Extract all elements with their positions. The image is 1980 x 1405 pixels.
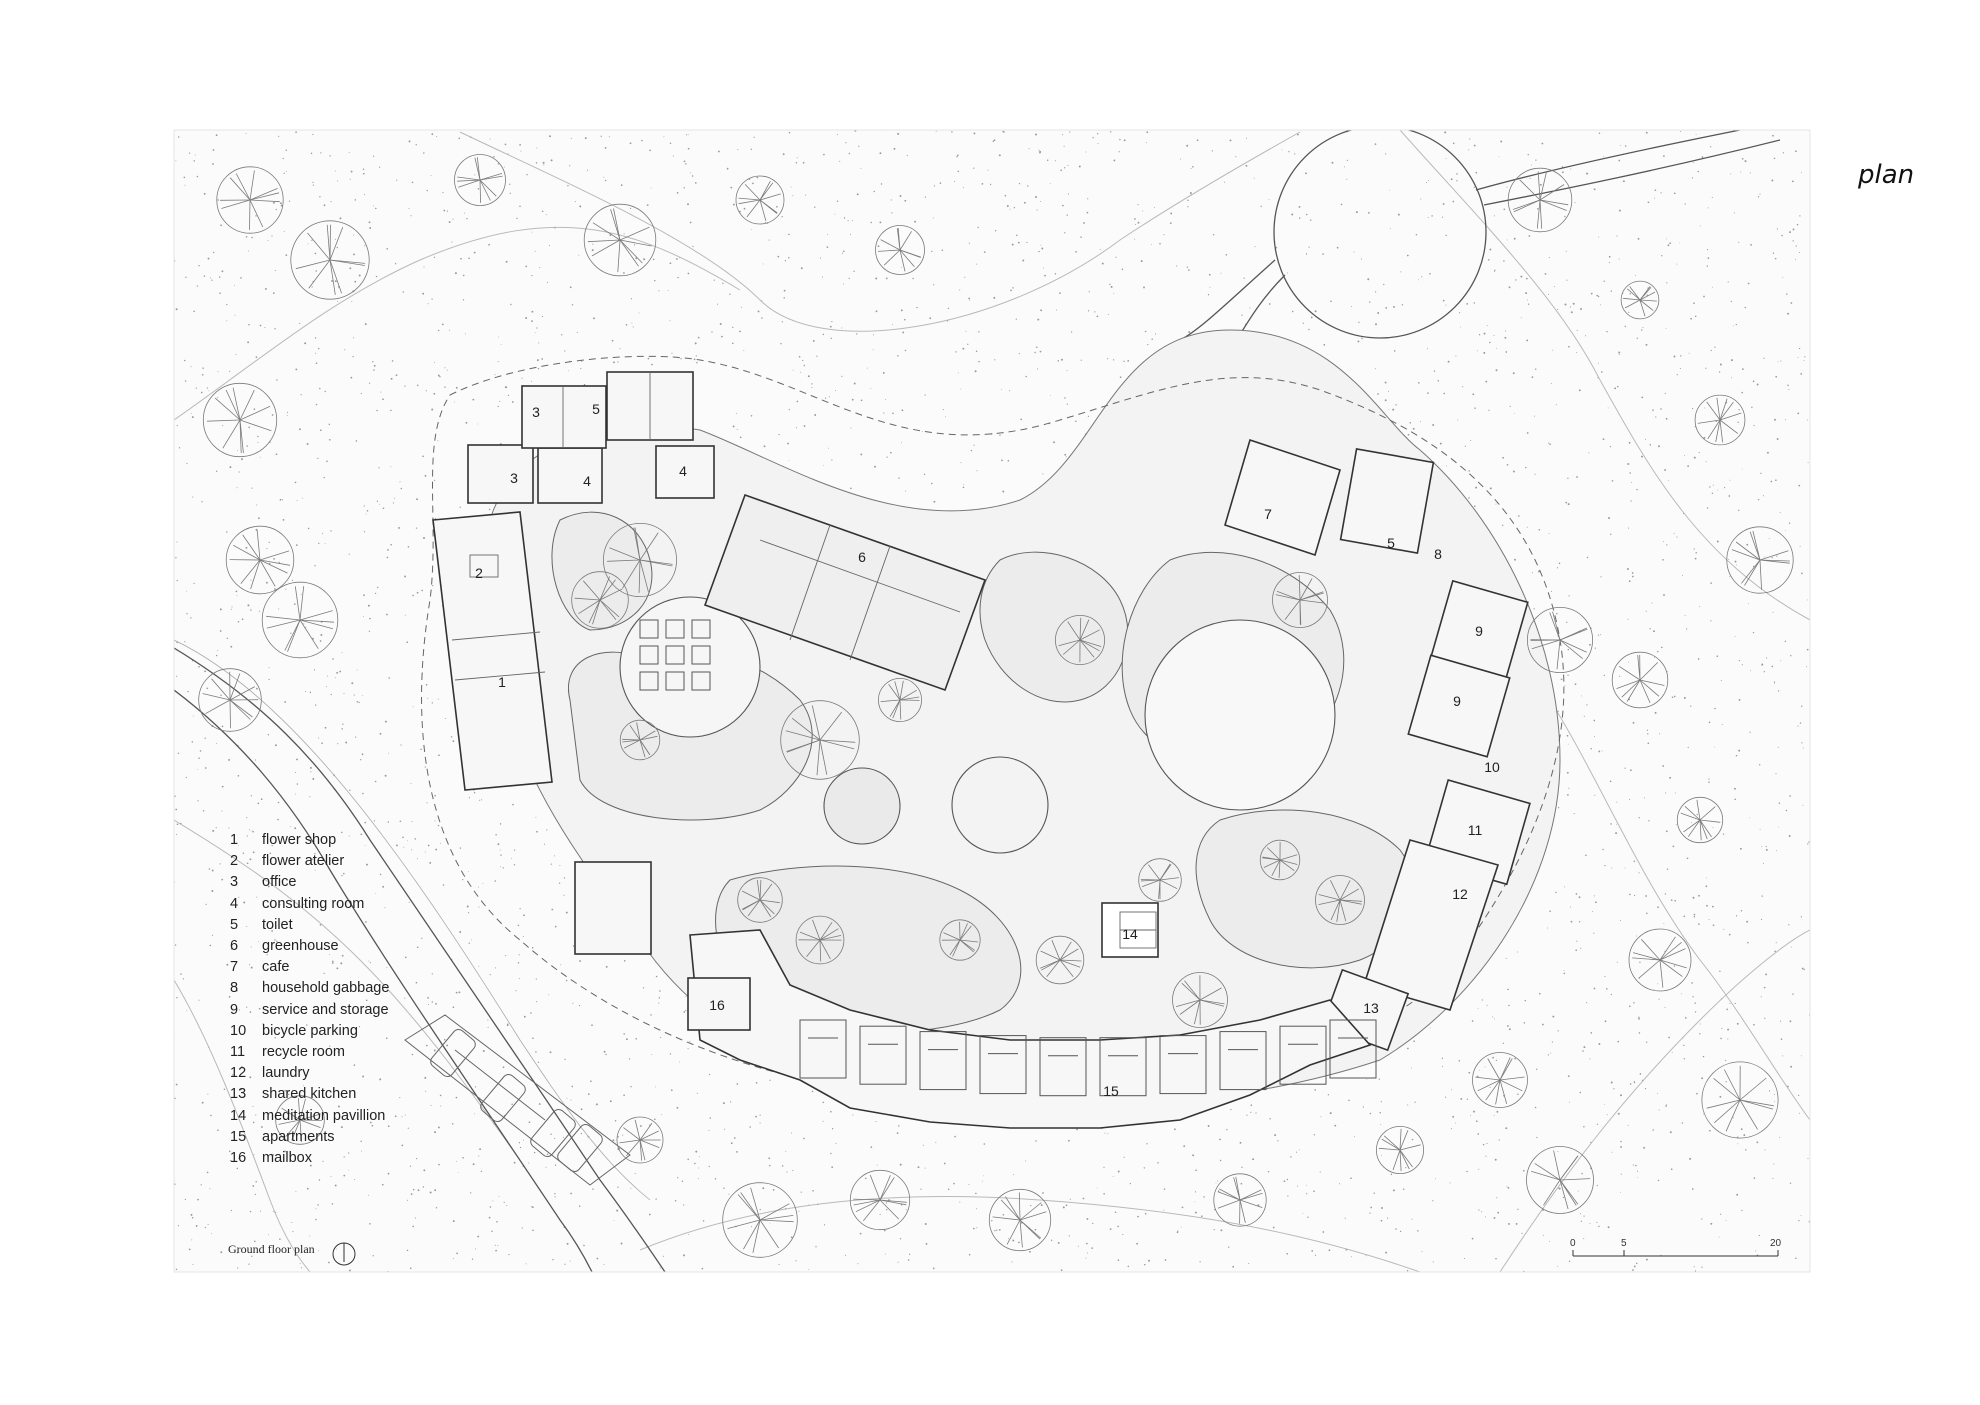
scale-tick-20: 20 xyxy=(1770,1238,1781,1249)
legend-label: shared kitchen xyxy=(262,1084,356,1105)
legend-label: cafe xyxy=(262,957,289,978)
legend-number: 11 xyxy=(226,1042,262,1063)
legend-number: 8 xyxy=(226,978,262,999)
legend-label: laundry xyxy=(262,1063,310,1084)
room-tag-3b: 3 xyxy=(510,470,518,486)
room-tag-10: 10 xyxy=(1484,759,1500,775)
legend-label: household gabbage xyxy=(262,978,389,999)
sheet-label: plan xyxy=(1858,160,1914,190)
legend-number: 7 xyxy=(226,957,262,978)
scale-tick-5: 5 xyxy=(1621,1238,1627,1249)
legend-label: service and storage xyxy=(262,1000,389,1021)
legend-number: 14 xyxy=(226,1106,262,1127)
legend-label: meditation pavillion xyxy=(262,1106,385,1127)
legend-number: 6 xyxy=(226,936,262,957)
room-tag-3a: 3 xyxy=(532,404,540,420)
room-tag-15: 15 xyxy=(1103,1083,1119,1099)
room-tag-14: 14 xyxy=(1122,926,1138,942)
legend-number: 12 xyxy=(226,1063,262,1084)
room-tag-4a: 4 xyxy=(583,473,591,489)
legend-label: toilet xyxy=(262,915,293,936)
legend-label: apartments xyxy=(262,1127,335,1148)
legend-number: 10 xyxy=(226,1021,262,1042)
room-tag-11: 11 xyxy=(1468,822,1483,838)
room-tag-12: 12 xyxy=(1452,886,1468,902)
consulting-block xyxy=(538,448,602,503)
legend-label: office xyxy=(262,872,296,893)
scale-tick-0: 0 xyxy=(1570,1238,1576,1249)
room-tag-13: 13 xyxy=(1363,1000,1379,1016)
room-tag-5b: 5 xyxy=(1387,535,1395,551)
legend-number: 2 xyxy=(226,851,262,872)
room-tag-8: 8 xyxy=(1434,546,1442,562)
room-tag-9a: 9 xyxy=(1475,623,1483,639)
legend-number: 9 xyxy=(226,1000,262,1021)
legend-number: 13 xyxy=(226,1084,262,1105)
room-tag-16: 16 xyxy=(709,997,725,1013)
legend-label: recycle room xyxy=(262,1042,345,1063)
legend-label: consulting room xyxy=(262,894,364,915)
legend-label: flower shop xyxy=(262,830,336,851)
legend-number: 4 xyxy=(226,894,262,915)
west-pavilion xyxy=(575,862,651,954)
legend-label: greenhouse xyxy=(262,936,339,957)
room-tag-7: 7 xyxy=(1264,506,1272,522)
room-tag-1: 1 xyxy=(498,674,506,690)
legend-label: mailbox xyxy=(262,1148,312,1169)
room-tag-4b: 4 xyxy=(679,463,687,479)
legend-number: 5 xyxy=(226,915,262,936)
legend-label: flower atelier xyxy=(262,851,344,872)
legend-number: 15 xyxy=(226,1127,262,1148)
room-tag-5a: 5 xyxy=(592,401,600,417)
legend-label: bicycle parking xyxy=(262,1021,358,1042)
legend-number: 1 xyxy=(226,830,262,851)
legend-number: 3 xyxy=(226,872,262,893)
drawing-caption: Ground floor plan xyxy=(228,1242,315,1257)
legend-number: 16 xyxy=(226,1148,262,1169)
office-block xyxy=(468,445,533,503)
room-tag-9b: 9 xyxy=(1453,693,1461,709)
room-tag-2: 2 xyxy=(475,565,483,581)
room-tag-6: 6 xyxy=(858,549,866,565)
